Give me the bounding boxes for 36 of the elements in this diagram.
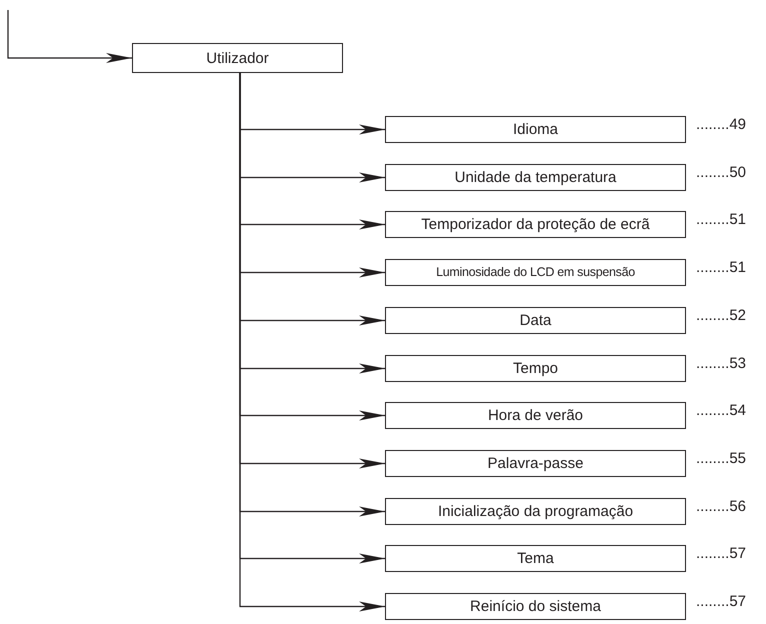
menu-box: [385, 211, 686, 238]
page-number: ........53: [696, 356, 746, 371]
menu-box: [385, 545, 686, 572]
page-number: ........51: [696, 212, 746, 227]
menu-label: Temporizador da proteção de ecrã: [421, 217, 650, 232]
menu-box: [385, 116, 686, 143]
menu-box: [385, 593, 686, 620]
menu-label: Luminosidade do LCD em suspensão: [436, 266, 635, 279]
menu-label: Tema: [517, 551, 554, 566]
menu-label: Hora de verão: [488, 408, 584, 423]
menu-label: Palavra-passe: [488, 456, 584, 471]
menu-label: Idioma: [512, 122, 558, 137]
menu-label: Tempo: [512, 361, 558, 376]
arrow: [7, 10, 132, 63]
page-number: ........56: [696, 499, 746, 514]
menu-box: [385, 164, 686, 191]
menu-box: [385, 498, 686, 525]
menu-box: [385, 307, 686, 334]
menu-label: Utilizador: [206, 50, 269, 66]
menu-label: Reinício do sistema: [470, 599, 601, 614]
menu-box: [385, 402, 686, 429]
page-number: ........49: [696, 117, 746, 132]
menu-box: [385, 450, 686, 477]
page-number: ........51: [696, 260, 746, 275]
menu-label: Inicialização da programação: [438, 504, 634, 519]
menu-box: [132, 43, 343, 73]
page-number: ........57: [696, 546, 746, 561]
menu-box: [385, 259, 686, 286]
menu-label: Data: [520, 313, 552, 328]
menu-box: [385, 355, 686, 382]
page-number: ........52: [696, 308, 746, 323]
page-number: ........55: [696, 451, 746, 466]
page-number: ........54: [696, 403, 746, 418]
page-number: ........50: [696, 165, 746, 180]
page-number: ........57: [696, 594, 746, 609]
menu-label: Unidade da temperatura: [454, 170, 616, 185]
